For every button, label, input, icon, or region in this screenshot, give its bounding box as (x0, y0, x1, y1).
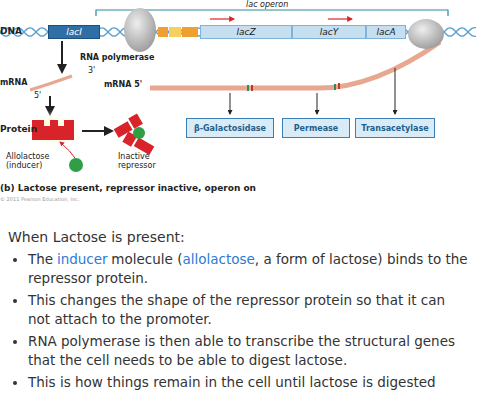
repressor-protein (32, 120, 74, 140)
gene-name: lacI (66, 27, 82, 37)
end-label: 3' (88, 66, 95, 75)
start-codon-mark (247, 85, 249, 91)
protein-box: β-Galactosidase (186, 118, 274, 138)
gene-box: lacA (366, 25, 406, 39)
protein-box: Permease (282, 118, 350, 138)
mrna-label: mRNA (0, 78, 27, 87)
bullet-item: This changes the shape of the repressor … (28, 291, 470, 329)
inducer-label: Allolactose (inducer) (6, 152, 70, 170)
bullet-text: This changes the shape of the repressor … (28, 292, 445, 327)
operator-block (182, 27, 198, 37)
operon-label: lac operon (244, 0, 290, 9)
protein-name: Permease (294, 124, 339, 133)
dna-label: DNA (0, 26, 22, 36)
copyright: © 2011 Pearson Education, Inc. (0, 196, 79, 202)
transcription-arrow (61, 41, 63, 72)
translation-arrow (395, 68, 396, 114)
heading: When Lactose is present: (8, 229, 185, 245)
bullet-item: RNA polymerase is then able to transcrib… (28, 332, 470, 370)
protein-name: Transacetylase (361, 124, 428, 133)
bullet-text: The (28, 251, 53, 267)
transcription-arrow (328, 18, 352, 19)
allolactose-ball (69, 158, 83, 172)
figure-caption: (b) Lactose present, repressor inactive,… (0, 183, 256, 193)
repressor-label: Inactive repressor (118, 152, 180, 170)
bullet-text: RNA polymerase is then able to transcrib… (28, 333, 455, 368)
enzyme-label: RNA polymerase (80, 53, 154, 62)
end-label: 5' (34, 91, 41, 100)
bullet-text: This is how things remain in the cell un… (28, 374, 436, 390)
allolactose-ball (133, 127, 145, 139)
bullet-item: This is how things remain in the cell un… (28, 373, 470, 392)
stop-codon-mark (338, 83, 340, 89)
mrna-strand (150, 42, 440, 88)
protein-label: Protein (0, 124, 37, 134)
gene-box: lacZ (200, 25, 292, 39)
rna-polymerase-blob (408, 19, 444, 49)
mrna-label: mRNA 5' (104, 80, 142, 89)
stop-codon-mark (251, 85, 253, 91)
bullet-text: molecule ( (111, 251, 182, 267)
gene-name: lacA (376, 27, 395, 37)
transcription-arrow (210, 18, 234, 19)
bullet-item: Theinducermolecule (allolactose, a form … (28, 250, 470, 288)
promoter-block (158, 27, 168, 37)
protein-name: β-Galactosidase (194, 124, 266, 133)
gene-box: lacY (292, 25, 366, 39)
promoter-block (169, 27, 181, 37)
start-codon-mark (334, 84, 336, 90)
translation-arrow (230, 93, 231, 114)
term-link: allolactose (182, 251, 254, 267)
bullet-list: Theinducermolecule (allolactose, a form … (8, 250, 470, 395)
gene-name: lacY (320, 27, 338, 37)
term-link: inducer (57, 251, 108, 267)
gene-box: lacI (48, 25, 100, 39)
protein-box: Transacetylase (355, 118, 435, 138)
gene-name: lacZ (236, 27, 255, 37)
rna-polymerase-blob (124, 8, 156, 52)
change-arrow (82, 130, 112, 132)
mrna-strand (30, 76, 72, 90)
translation-arrow (317, 93, 318, 114)
